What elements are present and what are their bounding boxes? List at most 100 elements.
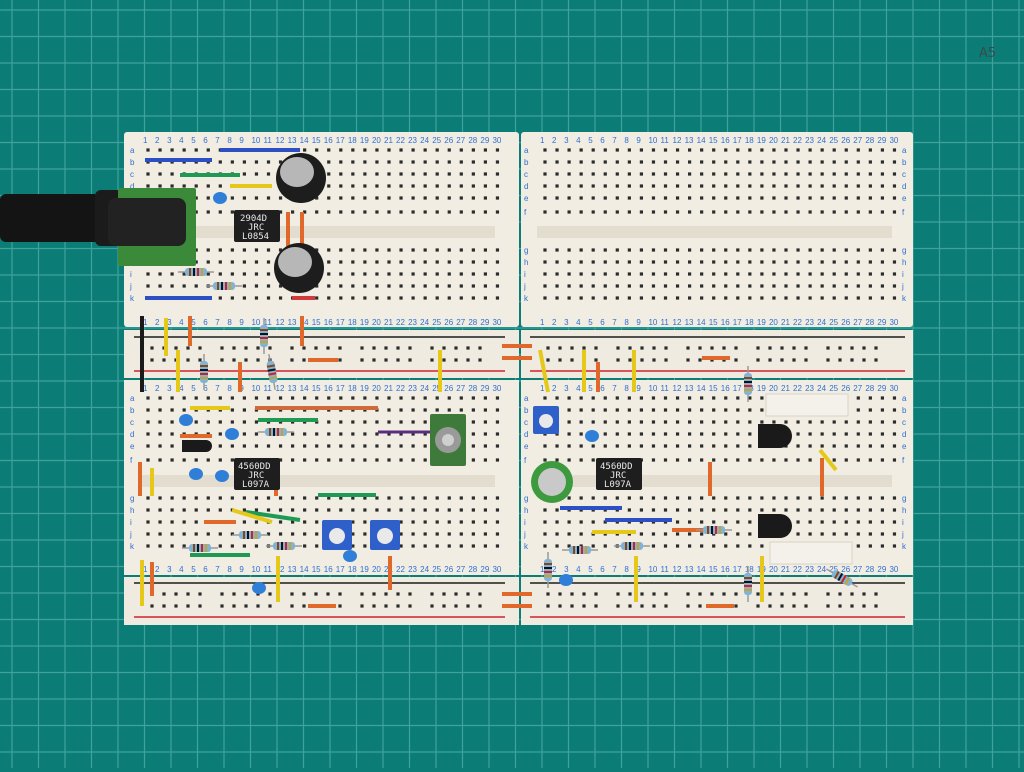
column-number: 17 — [733, 136, 742, 145]
breadboard-hole — [579, 160, 583, 164]
breadboard-hole — [242, 508, 246, 512]
column-number: 26 — [444, 318, 453, 327]
column-number: 11 — [264, 565, 273, 574]
breadboard-hole — [892, 508, 897, 512]
rail-hole — [640, 592, 644, 596]
breadboard-hole — [796, 272, 800, 276]
breadboard-hole — [603, 444, 607, 448]
breadboard-hole — [880, 432, 884, 436]
breadboard-hole — [675, 248, 680, 252]
breadboard-hole — [796, 148, 800, 152]
breadboard-hole — [170, 184, 174, 188]
cement-resistor — [765, 393, 849, 417]
breadboard-hole — [351, 420, 355, 424]
breadboard-hole — [471, 260, 475, 264]
breadboard-hole — [675, 172, 680, 176]
column-number: 5 — [191, 384, 196, 393]
column-number: 29 — [480, 565, 489, 574]
breadboard-hole — [663, 432, 668, 436]
ceramic-capacitor — [559, 574, 573, 586]
row-letter: a — [902, 394, 907, 403]
breadboard-hole — [182, 272, 186, 276]
row-letter: d — [524, 430, 528, 439]
rail-hole — [408, 346, 412, 350]
breadboard-hole — [278, 284, 283, 288]
rail-hole — [582, 346, 586, 350]
rail-hole — [186, 346, 190, 350]
breadboard-hole — [627, 260, 631, 264]
rail-hole — [570, 346, 574, 350]
column-number: 3 — [564, 565, 569, 574]
breadboard-hole — [206, 496, 210, 500]
breadboard-hole — [387, 496, 391, 500]
rail-hole — [220, 604, 224, 608]
breadboard-hole — [892, 260, 897, 264]
breadboard-hole — [230, 248, 234, 252]
breadboard-hole — [471, 532, 475, 536]
breadboard-hole — [675, 160, 680, 164]
breadboard-hole — [856, 432, 860, 436]
breadboard-hole — [206, 210, 210, 214]
rail-hole — [734, 358, 738, 362]
breadboard-hole — [856, 296, 860, 300]
breadboard-hole — [543, 444, 547, 448]
breadboard-hole — [772, 296, 776, 300]
row-letter: i — [130, 270, 132, 279]
breadboard-hole — [784, 508, 788, 512]
rail-hole — [360, 358, 364, 362]
column-number: 22 — [793, 384, 802, 393]
rail-hole — [186, 358, 190, 362]
breadboard-hole — [447, 284, 451, 288]
column-number: 8 — [227, 136, 232, 145]
ceramic-capacitor — [215, 470, 229, 482]
rail-hole — [478, 346, 482, 350]
power-components — [182, 393, 853, 565]
breadboard-hole — [447, 396, 451, 400]
breadboard-hole — [435, 508, 439, 512]
column-number: 25 — [829, 565, 838, 574]
breadboard-hole — [627, 184, 631, 188]
breadboard-hole — [639, 496, 643, 500]
breadboard-hole — [182, 396, 186, 400]
breadboard-hole — [675, 458, 680, 462]
breadboard-hole — [892, 432, 897, 436]
breadboard-hole — [639, 248, 643, 252]
rail-hole — [162, 358, 166, 362]
column-number: 11 — [661, 318, 670, 327]
breadboard-hole — [459, 160, 463, 164]
column-number: 8 — [227, 318, 232, 327]
breadboard-hole — [675, 496, 680, 500]
column-number: 17 — [733, 565, 742, 574]
breadboard-hole — [471, 508, 475, 512]
breadboard-hole — [651, 284, 656, 288]
breadboard-hole — [170, 432, 174, 436]
column-number: 25 — [432, 384, 441, 393]
breadboard-hole — [567, 444, 571, 448]
breadboard-hole — [363, 210, 367, 214]
column-number: 30 — [889, 565, 898, 574]
breadboard-hole — [651, 544, 656, 548]
breadboard-hole — [591, 458, 595, 462]
breadboard-hole — [339, 260, 343, 264]
breadboard-hole — [339, 420, 343, 424]
breadboard-hole — [423, 396, 427, 400]
breadboard-hole — [712, 520, 716, 524]
breadboard-hole — [399, 172, 403, 176]
rail-hole — [838, 604, 842, 608]
breadboard-hole — [688, 532, 692, 536]
rail-hole — [862, 604, 866, 608]
breadboard-hole — [182, 408, 186, 412]
breadboard-hole — [724, 272, 728, 276]
breadboard-hole — [700, 196, 704, 200]
breadboard-hole — [724, 148, 728, 152]
rail-hole — [186, 604, 190, 608]
breadboard-hole — [675, 532, 680, 536]
breadboard-hole — [399, 184, 403, 188]
column-number: 10 — [251, 384, 260, 393]
breadboard-hole — [170, 520, 174, 524]
breadboard-hole — [411, 148, 415, 152]
breadboard-hole — [724, 408, 728, 412]
breadboard-hole — [856, 160, 860, 164]
column-number: 27 — [853, 318, 862, 327]
row-letter: b — [902, 406, 907, 415]
